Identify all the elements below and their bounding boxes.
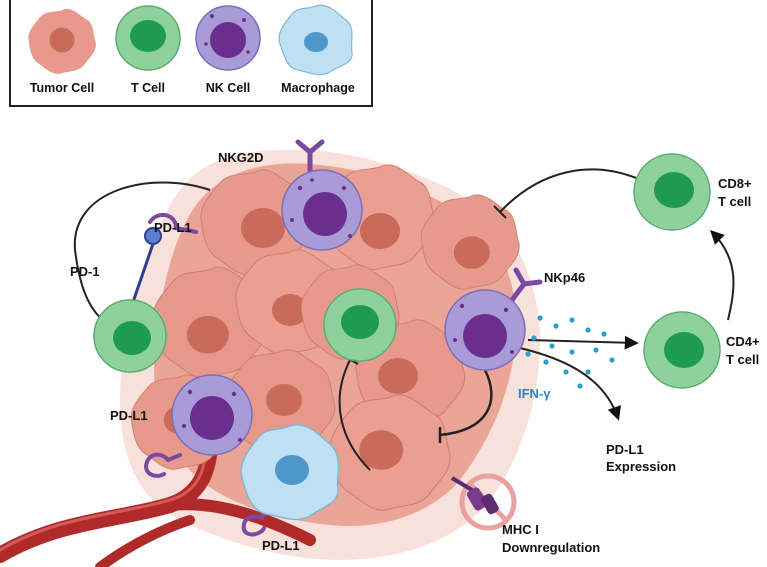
legend-t-cell-label: T Cell [131,81,165,95]
cd4-label-line2: T cell [726,352,759,367]
tumor-cell [420,194,520,290]
nk-inhibit-curve [439,369,493,437]
legend-macrophage-icon [278,4,353,76]
legend-tumor-label: Tumor Cell [30,81,94,95]
ifn-gamma-label: IFN-γ [518,386,551,401]
legend: Tumor Cell T Cell NK Cell Macrophage [9,0,373,107]
nkg2d-label: NKG2D [218,150,264,165]
nkp46-label: NKp46 [544,270,585,285]
nk-cell-right [444,289,526,371]
interaction-lines [73,168,735,471]
pdl1-left-label: PD-L1 [110,408,148,423]
cd4-to-cd8-arrow [710,230,735,321]
cd4-t-cell [643,311,721,389]
mhc-downregulation-icon [450,473,517,531]
legend-t-cell-icon [115,5,181,71]
ifn-gamma-dots [525,315,615,389]
pd1-label: PD-1 [70,264,100,279]
pdl1-ligand-left-icon [143,452,182,478]
nkg2d-receptor-icon [295,139,325,173]
cd8-attack-curve [499,168,637,213]
tumor-cell [325,164,436,271]
nk-cell-top [281,169,363,251]
t-cell-center [323,288,397,362]
mhc-label-line2: Downregulation [502,540,600,555]
legend-tumor-cell-icon [28,8,96,74]
tumor-cell [355,319,466,426]
macrophage-cell [240,423,340,521]
pdl1-expression-label-line1: PD-L1 [606,442,644,457]
legend-nk-label: NK Cell [206,81,250,95]
pdl1-bottom-label: PD-L1 [262,538,300,553]
pdl1-ligand-top-icon [148,212,198,234]
nk-to-cd4-arrow [527,335,639,350]
cd8-inhibit-bar [493,205,507,219]
nkp46-receptor-icon [509,267,543,303]
tumor-cell [200,169,311,276]
pd1-pdl1-complex [130,212,198,306]
pd1-receptor-icon [144,227,162,245]
tumor-cell [235,249,346,356]
cd4-label-line1: CD4+ [726,334,760,349]
legend-macrophage-label: Macrophage [281,81,355,95]
blood-vessel [0,432,316,567]
tcell-inhibit-curve [338,359,371,471]
tumor-cell [225,349,336,456]
legend-nk-cell-icon [195,5,261,71]
cd8-label-line1: CD8+ [718,176,752,191]
pd1-stalk-icon [130,237,157,306]
pdl1-top-label: PD-L1 [154,220,192,235]
pd1-feedback-curve [73,181,211,323]
blood-vessel-highlight [0,440,208,552]
cd8-label-line2: T cell [718,194,751,209]
nk-cell-left [171,374,253,456]
ifn-to-pdl1-arrow [519,347,621,421]
pdl1-expression-label-line2: Expression [606,459,676,474]
tumor-cell [329,394,451,511]
tumor-cell [152,266,268,378]
t-cell-left [93,299,167,373]
mhc-label-line1: MHC I [502,522,539,537]
tumor-cell-group [130,164,520,511]
cd8-t-cell [633,153,711,231]
